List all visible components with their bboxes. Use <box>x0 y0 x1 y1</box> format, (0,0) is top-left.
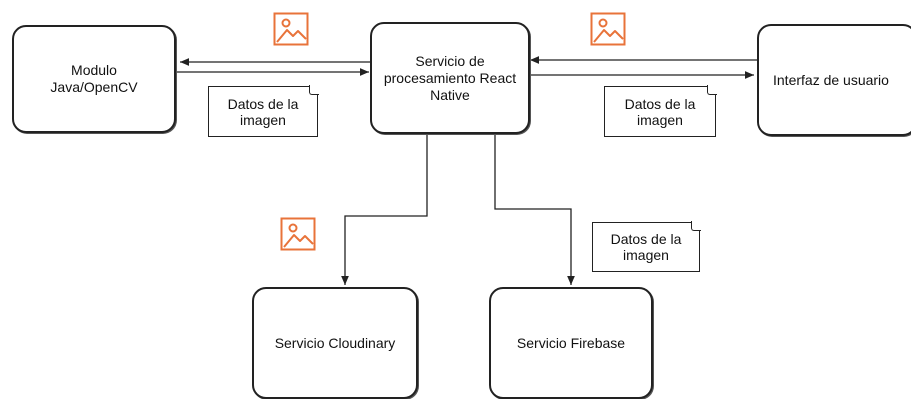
image-icon <box>273 12 309 46</box>
arrow-react-to-cloudinary <box>341 134 428 285</box>
note-label: Datos de la imagen <box>227 95 299 128</box>
image-icon <box>280 217 316 251</box>
note-image-data-firebase: Datos de la imagen <box>592 221 701 272</box>
note-image-data-java-react: Datos de la imagen <box>208 85 319 137</box>
arrow-react-to-firebase <box>494 134 575 285</box>
note-label: Datos de la imagen <box>624 95 696 128</box>
node-label: Servicio de procesamiento React Native <box>383 52 517 103</box>
node-firebase-service[interactable]: Servicio Firebase <box>489 287 653 399</box>
node-label: Modulo Java/OpenCV <box>50 62 138 95</box>
node-label: Servicio Cloudinary <box>274 334 396 351</box>
node-label: Interfaz de usuario <box>773 71 889 88</box>
node-java-opencv[interactable]: Modulo Java/OpenCV <box>12 25 176 133</box>
image-icon <box>590 12 626 46</box>
node-label: Servicio Firebase <box>516 334 626 351</box>
node-react-native-service[interactable]: Servicio de procesamiento React Native <box>370 22 530 134</box>
node-user-interface[interactable]: Interfaz de usuario <box>757 24 911 136</box>
note-label: Datos de la imagen <box>610 231 682 263</box>
node-cloudinary-service[interactable]: Servicio Cloudinary <box>252 287 418 399</box>
note-image-data-react-ui: Datos de la imagen <box>604 85 717 137</box>
